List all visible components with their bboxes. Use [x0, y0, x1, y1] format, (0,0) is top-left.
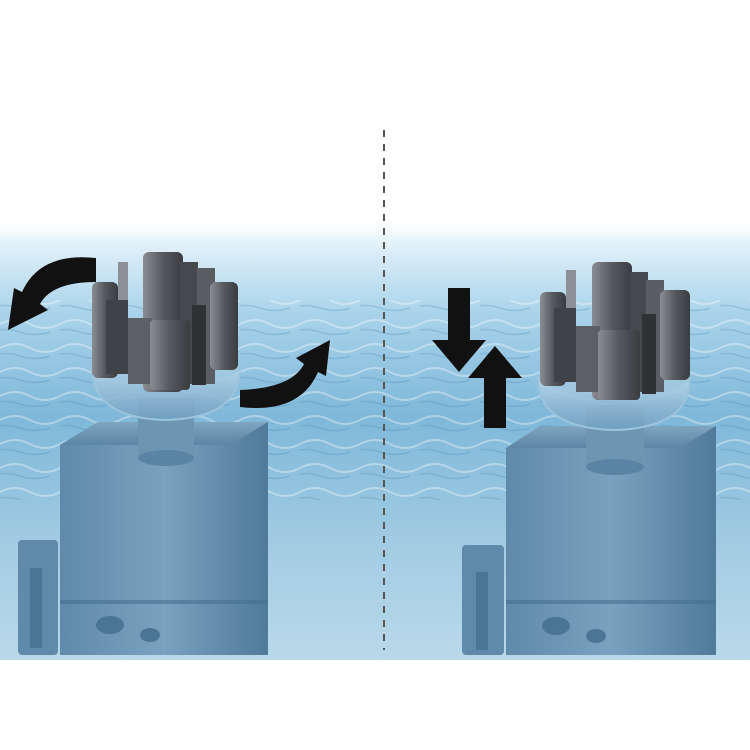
- right-pump-bracket: [462, 545, 504, 655]
- left-impeller: [92, 252, 238, 392]
- left-pump-bracket: [18, 540, 58, 655]
- right-panel: [432, 262, 716, 655]
- left-pump-housing: [60, 422, 268, 655]
- up-down-arrows-icon: [432, 288, 522, 428]
- right-impeller: [540, 262, 690, 400]
- rotate-arrows-icon: [8, 257, 330, 408]
- right-pump-housing: [506, 426, 716, 655]
- left-panel: [8, 252, 330, 655]
